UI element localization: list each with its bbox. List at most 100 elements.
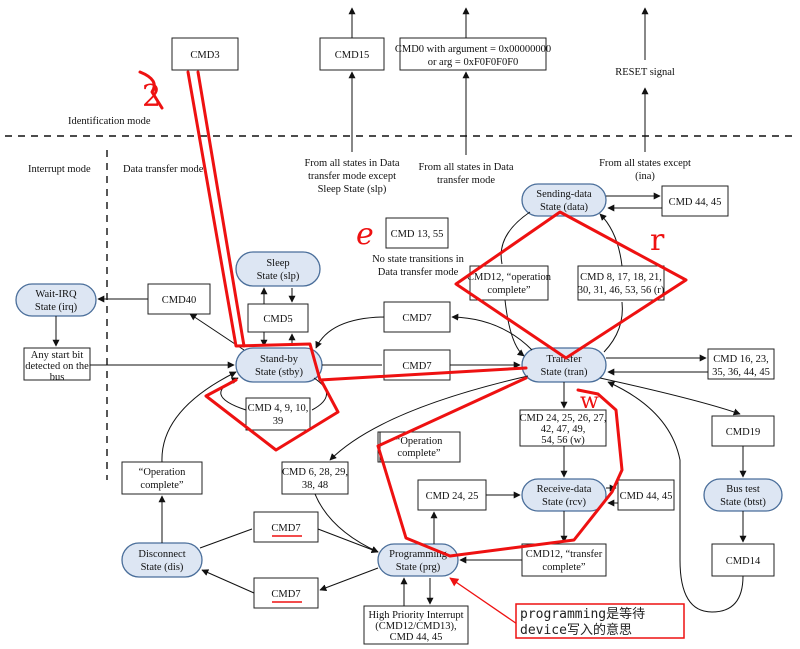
op-complete-mid-line-1: “Operation <box>396 436 443 447</box>
transfer-to-cmd19-arrow <box>599 377 741 416</box>
receive-data-line-1: Receive-data <box>537 484 592 495</box>
cmd7-dis-top-box <box>253 511 319 543</box>
cmd4-9-line-2: 39 <box>273 416 284 427</box>
cmd6-list-box <box>281 461 349 495</box>
cmd24-list-box <box>519 409 607 447</box>
cmd16-list-box <box>707 348 775 380</box>
cmd12-tc-line-2: complete” <box>542 562 585 573</box>
cmd5-box <box>247 303 309 333</box>
standby-line-1: Stand-by <box>260 354 299 365</box>
cmd12-tc-box <box>521 543 607 577</box>
cmd7-mid-label: CMD7 <box>402 361 431 372</box>
cmd8-to-sending-arrow <box>599 213 623 267</box>
annotation-note-box <box>515 603 685 639</box>
cmd19-box <box>711 415 775 447</box>
hpi-line-3: CMD 44, 45 <box>390 632 443 643</box>
cmd12-op-line-1: CMD12, “operation <box>467 272 552 283</box>
cmd12-tc-line-1: CMD12, “transfer <box>526 549 603 560</box>
sleep-line-2: State (slp) <box>257 271 300 282</box>
cmd7-top-to-prg-arrow <box>317 528 379 554</box>
cmd24-list-line-3: 54, 56 (w) <box>541 435 585 446</box>
annotation-mark-2: 2 <box>142 79 161 114</box>
cmd0-line-2: or arg = 0xF0F0F0F0 <box>428 57 519 68</box>
cmd7-dis-top-label: CMD7 <box>271 523 300 534</box>
cmd8-list-line-1: CMD 8, 17, 18, 21, <box>580 272 662 283</box>
dis-to-cmd7-top <box>199 528 253 549</box>
cmd14-to-transfer-arrow <box>607 381 744 613</box>
op-complete-left-box <box>121 461 203 495</box>
cmd4-9-box <box>245 397 311 431</box>
cmd40-box <box>147 283 211 315</box>
cmd24-25-label: CMD 24, 25 <box>426 491 479 502</box>
any-start-line-3: bus <box>50 372 65 383</box>
from-all-dt-line-2: transfer mode <box>437 175 495 186</box>
cmd44-45-top-box <box>661 185 729 217</box>
sending-to-cmd12-curve <box>500 211 531 265</box>
identification-mode-label: Identification mode <box>68 116 151 127</box>
annotation-path-cmd3-inner <box>196 70 246 348</box>
cmd7-top-box <box>383 301 451 333</box>
cmd3-label: CMD3 <box>190 50 219 61</box>
op-complete-left-line-2: complete” <box>140 480 183 491</box>
hpi-box <box>363 605 469 645</box>
transfer-to-cmd6-arrow <box>329 375 529 461</box>
op-complete-mid-line-2: complete” <box>397 448 440 459</box>
annotation-mark-e: e <box>356 217 374 252</box>
receive-data-line-2: State (rcv) <box>542 497 587 508</box>
interrupt-mode-label: Interrupt mode <box>28 164 91 175</box>
cmd16-list-line-2: 35, 36, 44, 45 <box>712 367 770 378</box>
cmd6-to-prg-arrow <box>314 493 379 553</box>
annotation-note-line-2: device写入的意思 <box>520 622 632 638</box>
cmd4-9-line-1: CMD 4, 9, 10, <box>248 403 309 414</box>
op-complete-to-standby-arrow <box>161 371 237 463</box>
cmd3-box <box>171 37 239 71</box>
wait-irq-line-2: State (irq) <box>35 302 78 313</box>
programming-line-1: Programming <box>389 549 447 560</box>
programming-line-2: State (prg) <box>396 562 441 573</box>
any-start-line-2: detected on the <box>25 361 89 372</box>
op-complete-mid-box <box>377 431 461 463</box>
annotation-note-arrow <box>449 577 521 627</box>
cmd6-list-line-1: CMD 6, 28, 29, <box>282 467 348 478</box>
from-all-dt-line-1: From all states in Data <box>418 162 513 173</box>
bus-test-line-2: State (btst) <box>720 497 766 508</box>
cmd7-bot-to-dis-arrow <box>201 569 255 594</box>
from-all-slp-line-2: transfer mode except <box>308 171 396 182</box>
sending-data-state <box>521 183 607 217</box>
transfer-line-1: Transfer <box>546 354 582 365</box>
wait-irq-line-1: Wait-IRQ <box>35 289 77 300</box>
op-complete-left-line-1: “Operation <box>139 467 186 478</box>
cmd13-55-box <box>385 217 449 249</box>
from-all-ina-line-2: (ina) <box>635 171 655 182</box>
cmd0-line-1: CMD0 with argument = 0x00000000 <box>395 44 551 55</box>
cmd12-to-transfer-arrow <box>504 299 525 357</box>
cmd8-list-line-2: 30, 31, 46, 53, 56 (r) <box>578 285 665 296</box>
sending-data-line-1: Sending-data <box>536 189 592 200</box>
cmd44-45-rcv-box <box>617 479 675 511</box>
data-transfer-mode-label: Data transfer mode <box>123 164 204 175</box>
cmd0-box <box>399 37 547 71</box>
annotation-mark-r: r <box>650 223 665 258</box>
cmd7-dis-bot-label: CMD7 <box>271 589 300 600</box>
disconnect-line-1: Disconnect <box>138 549 185 560</box>
cmd19-label: CMD19 <box>726 427 760 438</box>
cmd5-label: CMD5 <box>263 314 292 325</box>
from-all-slp-line-1: From all states in Data <box>304 158 399 169</box>
bus-test-line-1: Bus test <box>726 484 760 495</box>
annotation-diamond-sending <box>454 210 688 360</box>
transfer-line-2: State (tran) <box>541 367 588 378</box>
disconnect-line-2: State (dis) <box>141 562 184 573</box>
annotation-note-line-1: programming是等待 <box>520 606 645 622</box>
cmd24-25-box <box>417 479 487 511</box>
cmd40-label: CMD40 <box>162 295 196 306</box>
annotation-loop-cmd4 <box>204 378 340 452</box>
transfer-to-cmd7-top-arrow <box>451 313 533 351</box>
hpi-line-1: High Priority Interrupt <box>368 610 463 621</box>
cmd24-list-line-2: 42, 47, 49, <box>541 424 586 435</box>
cmd7-top-label: CMD7 <box>402 313 431 324</box>
standby-line-2: State (stby) <box>255 367 304 378</box>
cmd24-list-line-1: CMD 24, 25, 26, 27, <box>520 413 607 424</box>
cmd6-list-line-2: 38, 48 <box>302 480 328 491</box>
